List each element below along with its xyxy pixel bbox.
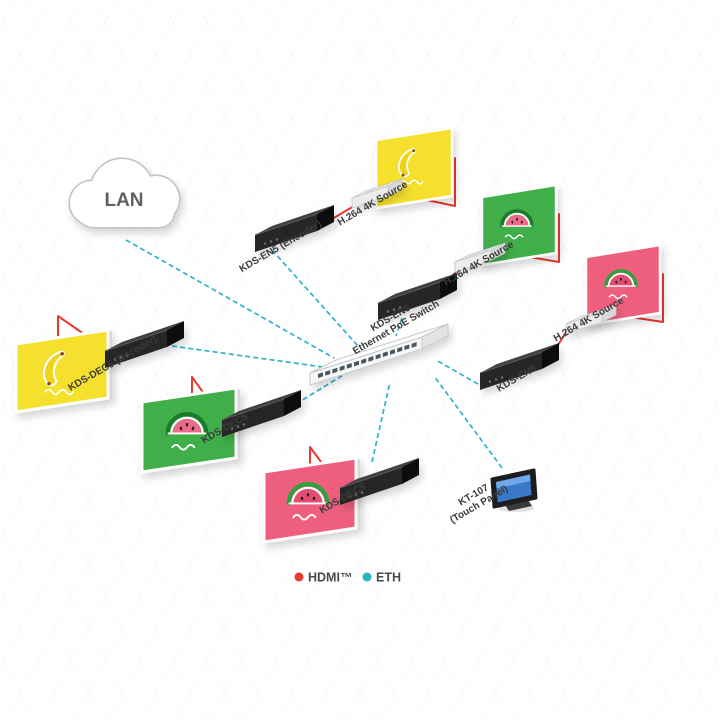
display-screen-3 xyxy=(262,456,360,544)
kt-107-touch-panel xyxy=(490,468,538,512)
eth-link-cloud-switch xyxy=(125,239,335,359)
eth-legend-label: ETH xyxy=(376,571,401,585)
legend: HDMI™ ETH xyxy=(294,571,401,585)
hdmi-legend-label: HDMI™ xyxy=(308,571,352,585)
eth-link-touchpanel-switch xyxy=(433,375,503,469)
eth-links xyxy=(125,239,503,469)
eth-link-decoder1-switch xyxy=(171,345,331,369)
display-screen-1 xyxy=(14,328,112,414)
eth-link-encoder2-switch xyxy=(395,317,403,337)
switch-ports xyxy=(318,342,417,378)
lan-label: LAN xyxy=(104,190,143,211)
screen-panel xyxy=(14,328,110,414)
hdmi-source1-encoder1 xyxy=(331,205,355,220)
ethernet-poe-switch xyxy=(309,323,449,386)
eth-link-encoder1-switch xyxy=(271,249,359,347)
label-h264-source-2: H.264 4K Source xyxy=(442,239,516,288)
eth-link-decoder3-switch xyxy=(371,381,391,463)
hdmi-legend-dot xyxy=(294,572,304,582)
eth-link-encoder3-switch xyxy=(435,359,479,385)
eth-legend-dot xyxy=(362,572,372,582)
display-screen-2 xyxy=(140,386,240,474)
source-screen-3 xyxy=(584,243,662,327)
eth-link-decoder2-switch xyxy=(295,371,349,405)
lan-cloud: LAN xyxy=(68,157,181,229)
